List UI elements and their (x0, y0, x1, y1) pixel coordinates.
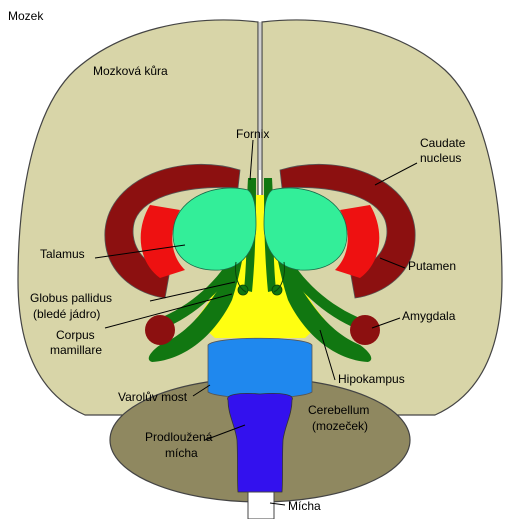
label-globus-line1: Globus pallidus (30, 291, 112, 305)
amygdala-left (145, 315, 175, 345)
amygdala-right (350, 315, 380, 345)
label-varoluv: Varolův most (118, 390, 188, 404)
label-putamen: Putamen (408, 259, 456, 273)
label-globus-line2: (bledé jádro) (33, 307, 100, 321)
label-hipokampus: Hipokampus (338, 372, 405, 386)
label-amygdala: Amygdala (402, 309, 456, 323)
label-caudate-line1: Caudate (420, 136, 466, 150)
label-cerebellum-line2: (mozeček) (312, 419, 368, 433)
medulla (228, 393, 293, 492)
pons (208, 338, 312, 398)
label-cortex: Mozková kůra (93, 64, 168, 78)
label-corpus-line1: Corpus (56, 328, 95, 342)
label-prodlouzena-line2: mícha (165, 446, 198, 460)
spinal-cord (248, 492, 274, 519)
label-corpus-line2: mamillare (50, 343, 102, 357)
label-prodlouzena-line1: Prodloužená (145, 430, 213, 444)
label-title: Mozek (8, 9, 44, 23)
label-cerebellum-line1: Cerebellum (308, 403, 369, 417)
label-caudate-line2: nucleus (420, 151, 461, 165)
label-talamus: Talamus (40, 247, 85, 261)
label-micha: Mícha (288, 499, 321, 513)
label-fornix: Fornix (236, 127, 269, 141)
